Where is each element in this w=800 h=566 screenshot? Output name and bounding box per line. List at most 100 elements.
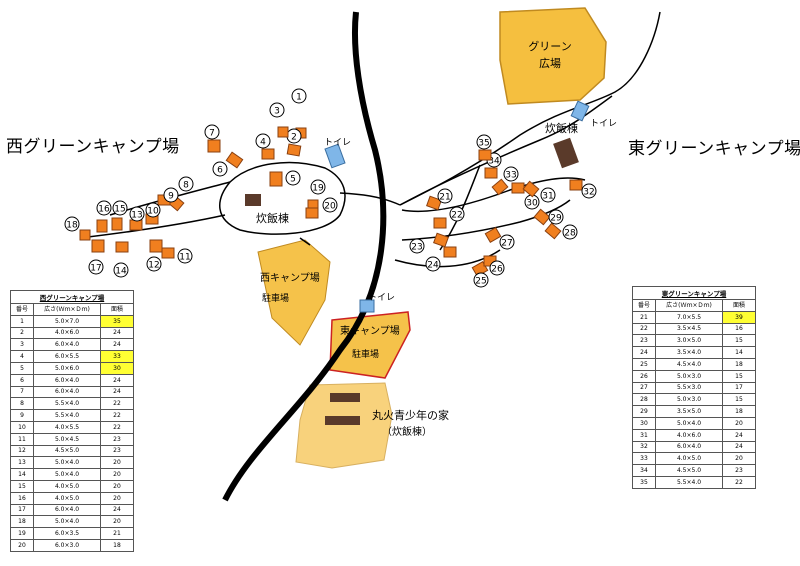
site-number-label: 8 (183, 181, 189, 191)
campsite-23 (433, 232, 449, 248)
site-number-label: 32 (583, 188, 594, 198)
cell-area: 22 (100, 409, 134, 422)
east-table-caption: 東グリーンキャンプ場 (632, 286, 756, 299)
site-number-badge (269, 102, 285, 118)
west-loop-road (219, 161, 346, 235)
site-number-label: 16 (98, 205, 110, 215)
site-number-label: 24 (427, 261, 439, 271)
cell-size: 6.0×4.0 (33, 338, 101, 352)
cell-area: 15 (722, 393, 756, 407)
site-number-label: 33 (505, 171, 516, 181)
cell-size: 3.0×5.0 (655, 334, 723, 348)
cell-area: 24 (100, 385, 134, 399)
site-number-badge (548, 209, 564, 225)
campsite-29 (533, 208, 551, 226)
site-number-badge (437, 188, 453, 204)
site-number-label: 18 (66, 221, 78, 231)
campsite-12 (149, 239, 163, 253)
cell-area: 21 (100, 527, 134, 540)
cell-size: 4.5×4.0 (655, 357, 723, 371)
cell-number: 23 (632, 334, 656, 348)
site-number-label: 10 (147, 207, 159, 217)
site-number-label: 11 (179, 253, 190, 263)
cell-area: 20 (100, 515, 134, 529)
cell-area: 24 (100, 503, 134, 517)
campsite-24 (443, 246, 457, 258)
cell-area: 23 (722, 464, 756, 477)
cell-number: 34 (632, 464, 656, 477)
site-number-badge (177, 248, 193, 264)
cell-number: 31 (632, 428, 656, 442)
cell-number: 6 (10, 373, 34, 387)
site-number-label: 19 (312, 184, 324, 194)
west-main-link (339, 192, 401, 206)
cell-number: 18 (10, 515, 34, 529)
east-camp-road (401, 177, 586, 213)
cell-size: 7.0×5.5 (655, 310, 723, 324)
cell-size: 4.5×5.0 (655, 464, 723, 477)
cell-size: 3.5×5.0 (655, 405, 723, 418)
cell-number: 32 (632, 440, 656, 454)
cell-size: 5.0×4.0 (33, 456, 101, 470)
cell-size: 6.0×5.5 (33, 350, 101, 363)
cell-size: 3.5×4.5 (655, 322, 723, 336)
cell-size: 6.0×4.0 (33, 373, 101, 387)
cell-number: 11 (10, 432, 34, 446)
cell-area: 22 (722, 475, 756, 489)
cell-size: 3.5×4.0 (655, 346, 723, 359)
site-number-badge (96, 200, 112, 216)
campsite-27 (484, 226, 502, 244)
site-number-badge (473, 272, 489, 288)
cell-size: 6.0×4.0 (33, 385, 101, 399)
west-branch-road (79, 214, 226, 239)
west-parking (257, 239, 331, 346)
cell-number: 33 (632, 452, 656, 466)
kitchen-east-label: 炊飯棟 (545, 121, 578, 135)
cell-area: 35 (100, 314, 134, 328)
site-number-label: 23 (411, 243, 422, 253)
cell-area: 18 (722, 357, 756, 371)
youth-house-label-2: （炊飯棟） (382, 425, 432, 438)
campsite-30 (511, 182, 525, 194)
cell-number: 4 (10, 350, 34, 363)
toilet-center (359, 299, 375, 313)
cell-number: 28 (632, 393, 656, 407)
cell-number: 17 (10, 503, 34, 517)
site-number-label: 25 (475, 277, 486, 287)
campsite-35 (478, 149, 492, 161)
campsite-21 (426, 195, 442, 211)
site-number-badge (145, 202, 161, 218)
cell-size: 5.0×7.0 (33, 314, 101, 328)
campsite-20 (305, 207, 319, 219)
site-number-label: 29 (550, 214, 562, 224)
cell-size: 4.0×6.0 (33, 326, 101, 340)
cell-area: 15 (722, 334, 756, 348)
cell-area: 20 (722, 452, 756, 466)
main-road (222, 11, 387, 502)
cell-number: 7 (10, 385, 34, 399)
west-parking-road (299, 237, 311, 246)
green-plaza-label-2: 広場 (539, 57, 561, 70)
cell-size: 5.5×3.0 (655, 381, 723, 395)
campsite-3 (277, 126, 289, 138)
cell-number: 14 (10, 468, 34, 481)
cell-number: 10 (10, 420, 34, 434)
site-number-label: 28 (564, 229, 576, 239)
site-number-label: 26 (491, 265, 503, 275)
site-number-badge (476, 134, 492, 150)
cell-area: 17 (722, 381, 756, 395)
